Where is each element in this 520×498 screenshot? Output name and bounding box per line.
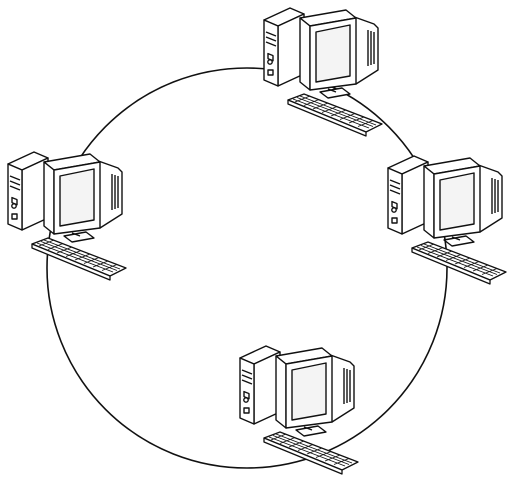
computer-node-left [8, 152, 126, 280]
desktop-computer-icon [388, 156, 506, 284]
computer-node-right [388, 156, 506, 284]
computer-node-bottom [240, 346, 358, 474]
desktop-computer-icon [264, 8, 382, 136]
desktop-computer-icon [240, 346, 358, 474]
computer-node-top [264, 8, 382, 136]
desktop-computer-icon [8, 152, 126, 280]
